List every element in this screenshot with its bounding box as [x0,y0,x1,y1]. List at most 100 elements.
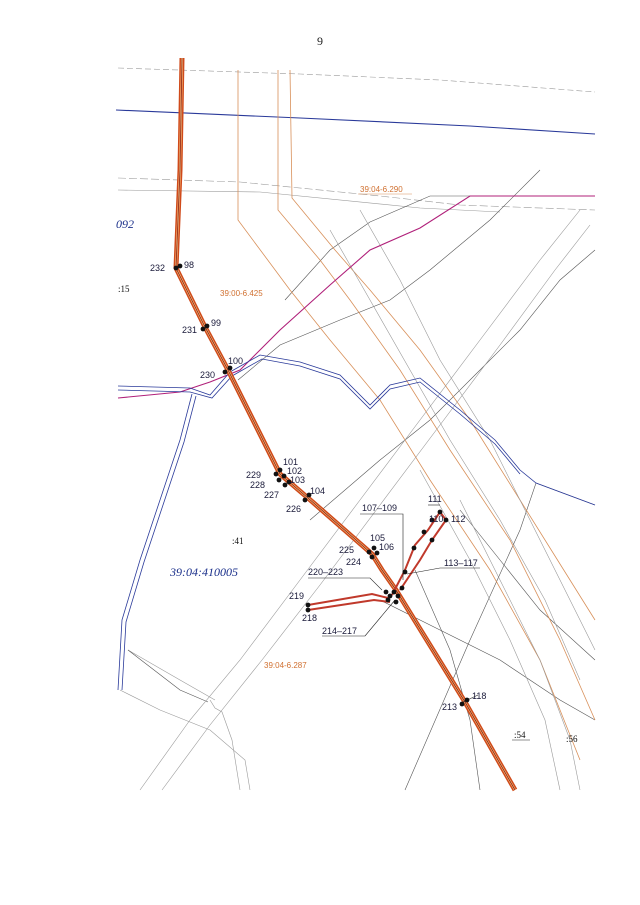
vertex-220 [383,589,389,595]
label-point-213: 213 [442,702,457,712]
vertex-224 [369,554,375,560]
vertex-111 [437,509,443,515]
vertex-102 [281,473,287,479]
vertex-221 [387,593,393,599]
label-point-224: 224 [346,557,361,567]
vertex-98 [177,263,183,269]
label-point-111: 111 [428,494,442,504]
page-number: 9 [317,34,323,48]
label-point-220-223: 220–223 [308,567,343,577]
label-point-218: 218 [302,613,317,623]
label-point-231: 231 [182,325,197,335]
vertex-214 [385,597,391,603]
vertex-101 [277,467,283,473]
dark-line [127,649,209,703]
vertex-213 [459,701,465,707]
label-point-99: 99 [211,318,221,328]
vertex-108 [411,545,417,551]
vertex-230 [222,369,228,375]
blue-line [117,354,596,506]
gray-diagonal [139,209,581,791]
label-cadastral-290: 39:04-6.290 [360,185,403,194]
label-zone-54: :54 [514,730,526,740]
label-point-226: 226 [286,504,301,514]
label-point-101: 101 [283,457,298,467]
orange-line [277,70,596,721]
label-point-105: 105 [370,533,385,543]
vertex-109 [421,529,427,535]
gray-line [209,699,241,791]
vertex-104 [306,492,312,498]
label-point-227: 227 [264,490,279,500]
pipeline-inner [174,57,516,791]
pipeline-route [173,57,518,792]
magenta-boundary [117,195,595,399]
label-zone-092: 092 [116,217,134,231]
vertex-100 [227,365,233,371]
label-cadastral-425: 39:00-6.425 [220,289,263,298]
vertex-105 [371,545,377,551]
dark-line [414,569,481,791]
dark-line [309,249,596,521]
vertex-231 [200,326,206,332]
vertex-225 [366,549,372,555]
vertex-112 [443,517,449,523]
blue-line [121,395,197,691]
point-labels: 232 98 231 99 230 100 229 101 228 102 22… [150,260,486,712]
pipeline-core [175,57,516,791]
blue-line [117,393,193,691]
label-zone-41: :41 [232,536,244,546]
vertex-232 [173,265,179,271]
leader-220 [308,577,383,591]
vertex-227 [282,482,288,488]
blue-boundary-top [115,109,596,135]
vertex-106 [374,550,380,556]
label-point-107-109: 107–109 [362,503,397,513]
label-point-232: 232 [150,263,165,273]
vertex-217 [393,599,399,605]
gray-diagonal [329,229,581,681]
gray-line [127,649,216,701]
gray-line [117,189,501,213]
vertex-113 [429,537,435,543]
branch-west-lower [307,598,391,611]
parcel-lines-dark [127,169,596,791]
label-point-110: 110 [429,514,443,524]
leader-107 [360,513,404,580]
leader-113 [406,567,480,575]
label-point-100: 100 [228,356,243,366]
label-point-113-117: 113–117 [444,558,478,568]
label-point-229: 229 [246,470,261,480]
vertex-points [173,263,470,707]
vertex-223 [395,593,401,599]
gray-line [117,67,596,93]
orange-line [237,70,581,761]
label-point-112: 112 [451,514,465,524]
vertex-222 [391,589,397,595]
label-point-228: 228 [250,480,265,490]
dark-line [237,169,541,381]
gray-line [119,689,251,791]
label-point-225: 225 [339,545,354,555]
vertex-118 [464,697,470,703]
gray-diagonal [459,499,581,791]
thin-gray-lines [117,67,596,791]
gray-line [117,177,596,211]
label-quarter: 39:04:410005 [169,565,238,579]
branch-northeast [391,510,448,596]
vertex-110 [429,517,435,523]
label-point-230: 230 [200,370,215,380]
label-point-219: 219 [289,591,304,601]
parcel-lines-gray [139,209,596,791]
vertex-218 [305,607,311,613]
label-point-102: 102 [287,466,302,476]
vertex-117 [399,585,405,591]
vertex-229 [273,471,279,477]
label-point-106: 106 [379,542,394,552]
vertex-226 [302,497,308,503]
vertex-228 [276,477,282,483]
vertex-219 [305,602,311,608]
dark-line [379,599,596,721]
